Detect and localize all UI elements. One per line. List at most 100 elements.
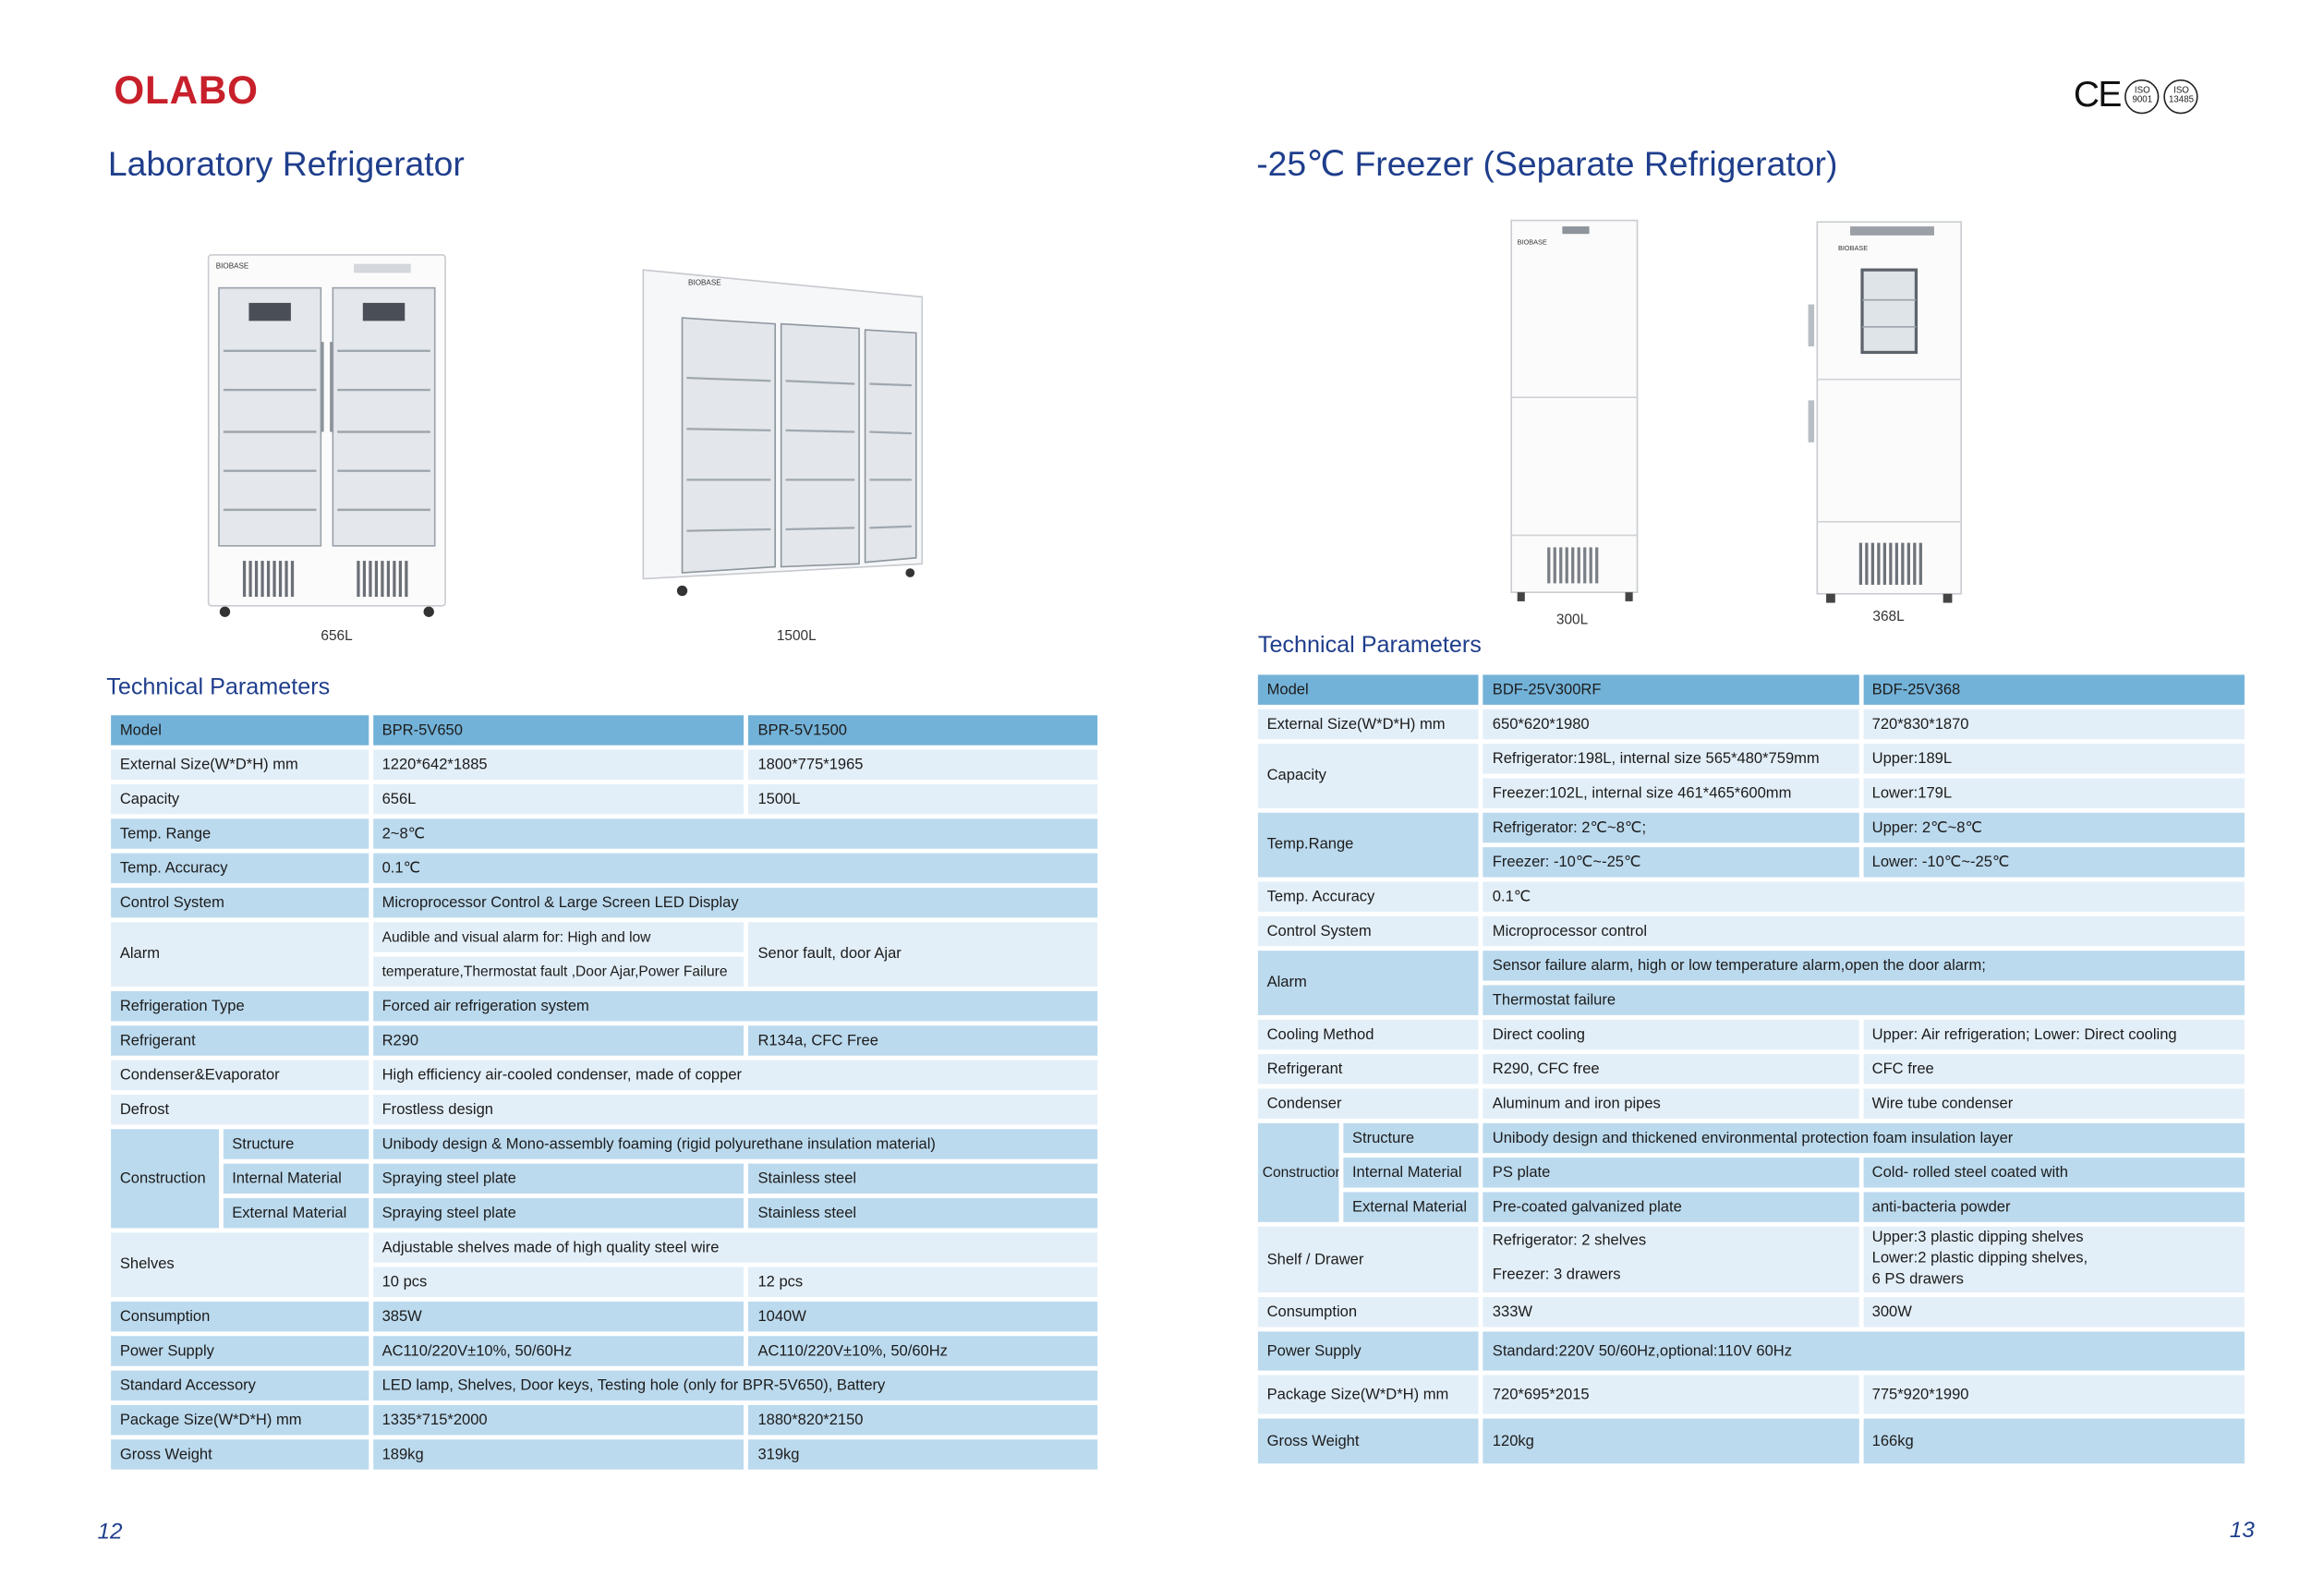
table-row: Power Supply Standard:220V 50/60Hz,optio… [1257, 1331, 2245, 1371]
table-row: External Material Spraying steel plate S… [111, 1197, 1098, 1229]
table-row: Refrigeration Type Forced air refrigerat… [111, 990, 1098, 1022]
cell-label: Gross Weight [1257, 1418, 1480, 1464]
cell-value: Thermostat failure [1483, 985, 2245, 1015]
cell-value: 319kg [748, 1439, 1098, 1470]
cell-value: R290, CFC free [1483, 1054, 1859, 1085]
brand-logo: OLABO [114, 67, 259, 113]
table-row: Control System Microprocessor Control & … [111, 887, 1098, 918]
cell-label: External Size(W*D*H) mm [1257, 709, 1480, 740]
cell-label: Refrigerant [111, 1025, 369, 1056]
left-spec-table: Model BPR-5V650 BPR-5V1500 External Size… [106, 710, 1102, 1473]
cell-value: Forced air refrigeration system [372, 990, 1098, 1022]
cell-value: Freezer:102L, internal size 461*465*600m… [1483, 778, 1859, 808]
cell-label: Temp. Accuracy [111, 853, 369, 884]
cell-value: anti-bacteria powder [1862, 1192, 2245, 1222]
cell-label: Consumption [1257, 1297, 1480, 1327]
right-params-title: Technical Parameters [1257, 632, 1482, 659]
cell-value: Cold- rolled steel coated with [1862, 1158, 2245, 1188]
table-row: temperature,Thermostat fault ,Door Ajar,… [111, 956, 1097, 988]
table-row: Power Supply AC110/220V±10%, 50/60Hz AC1… [111, 1336, 1098, 1366]
cell-label: Construction [111, 1129, 219, 1229]
cell-value: Microprocessor control [1483, 915, 2245, 947]
table-row: Alarm Sensor failure alarm, high or low … [1257, 951, 2245, 1015]
table-row: Cooling Method Direct cooling Upper: Air… [1257, 1019, 2245, 1050]
page-number-right: 13 [2229, 1517, 2255, 1544]
product-caption-1500l: 1500L [776, 628, 817, 645]
table-row: Internal Material Spraying steel plate S… [111, 1163, 1098, 1194]
table-row: External Size(W*D*H) mm 650*620*1980 720… [1257, 709, 2245, 740]
cell-label: Refrigeration Type [111, 990, 369, 1022]
cell-label: Capacity [111, 783, 369, 815]
cell-label: Consumption [111, 1301, 369, 1332]
left-params-title: Technical Parameters [106, 674, 331, 701]
table-row: Construction Structure Unibody design & … [111, 1129, 1098, 1229]
table-row: Internal Material PS plate Cold- rolled … [1258, 1158, 2245, 1188]
table-row: Freezer: -10℃~-25℃ Lower: -10℃~-25℃ [1258, 847, 2245, 878]
cell-value: 1800*775*1965 [748, 749, 1098, 781]
cell-value: Frostless design [372, 1094, 1098, 1125]
product-caption-656l: 656L [321, 628, 353, 645]
cell-value: BDF-25V368 [1862, 674, 2245, 705]
cell-value: Freezer: -10℃~-25℃ [1483, 847, 1859, 878]
cell-label: Alarm [111, 922, 369, 988]
cell-value: Upper: 2℃~8℃ [1862, 812, 2245, 843]
cell-label: Capacity [1257, 744, 1480, 808]
cell-label: Power Supply [111, 1336, 369, 1366]
table-row: Control System Microprocessor control [1257, 915, 2245, 947]
product-caption-368l: 368L [1872, 609, 1905, 625]
table-row: Model BDF-25V300RF BDF-25V368 [1257, 674, 2245, 705]
table-row: Temp.Range Refrigerator: 2℃~8℃; Upper: 2… [1257, 812, 2245, 878]
cell-value: Spraying steel plate [372, 1163, 744, 1194]
cell-value: Lower:179L [1862, 778, 2245, 808]
cell-value: PS plate [1483, 1158, 1859, 1188]
cell-label: Temp. Accuracy [1257, 881, 1480, 912]
cell-label: Alarm [1257, 951, 1480, 1015]
cell-value: 1500L [748, 783, 1098, 815]
cell-value: 720*695*2015 [1483, 1375, 1859, 1414]
table-row: Model BPR-5V650 BPR-5V1500 [111, 715, 1098, 746]
brand-label: BIOBASE [1838, 244, 1868, 252]
cell-label: Control System [111, 887, 369, 918]
cell-sublabel: Structure [223, 1129, 369, 1159]
table-row: Shelves Adjustable shelves made of high … [111, 1232, 1098, 1298]
cell-value: 775*920*1990 [1862, 1375, 2245, 1414]
cell-value: Unibody design and thickened environment… [1483, 1122, 2245, 1154]
cell-value: Lower: -10℃~-25℃ [1862, 847, 2245, 878]
product-image-656l: BIOBASE [204, 252, 453, 632]
cell-label: Package Size(W*D*H) mm [111, 1404, 369, 1436]
cell-label: Model [1257, 674, 1480, 705]
table-row: External Material Pre-coated galvanized … [1258, 1192, 2245, 1222]
cell-sublabel: External Material [223, 1197, 369, 1229]
cell-label: Shelf / Drawer [1257, 1226, 1480, 1293]
cell-value: Adjustable shelves made of high quality … [372, 1232, 1098, 1263]
cell-value: Upper:189L [1862, 744, 2245, 774]
iso-9001-seal: ISO 9001 [2124, 79, 2160, 114]
cell-value: AC110/220V±10%, 50/60Hz [372, 1336, 744, 1366]
cell-value: 1335*715*2000 [372, 1404, 744, 1436]
cell-value: 1880*820*2150 [748, 1404, 1098, 1436]
cell-value: AC110/220V±10%, 50/60Hz [748, 1336, 1098, 1366]
table-row: Consumption 385W 1040W [111, 1301, 1098, 1332]
cell-value: LED lamp, Shelves, Door keys, Testing ho… [372, 1370, 1098, 1401]
cell-value: 2~8℃ [372, 818, 1098, 849]
cell-label: Control System [1257, 915, 1480, 947]
cell-label: Condenser&Evaporator [111, 1060, 369, 1091]
table-row: Consumption 333W 300W [1257, 1297, 2245, 1327]
cell-value: 385W [372, 1301, 744, 1332]
cell-label: Construction [1257, 1122, 1339, 1222]
table-row: Standard Accessory LED lamp, Shelves, Do… [111, 1370, 1098, 1401]
cell-value: temperature,Thermostat fault ,Door Ajar,… [372, 956, 744, 988]
table-row: Gross Weight 120kg 166kg [1257, 1418, 2245, 1464]
cell-label: Power Supply [1257, 1331, 1480, 1371]
cell-value: Audible and visual alarm for: High and l… [372, 922, 744, 952]
cell-value: BDF-25V300RF [1483, 674, 1859, 705]
table-row: Refrigerant R290 R134a, CFC Free [111, 1025, 1098, 1056]
table-row: Package Size(W*D*H) mm 1335*715*2000 188… [111, 1404, 1098, 1436]
cell-value: Aluminum and iron pipes [1483, 1088, 1859, 1119]
cell-label: Refrigerant [1257, 1054, 1480, 1085]
product-caption-300l: 300L [1555, 612, 1589, 629]
cell-value: Standard:220V 50/60Hz,optional:110V 60Hz [1483, 1331, 2245, 1371]
cell-value: Upper:3 plastic dipping shelves Lower:2 … [1862, 1226, 2245, 1293]
brand-label: BIOBASE [688, 278, 721, 286]
table-row: Capacity Refrigerator:198L, internal siz… [1257, 744, 2245, 808]
